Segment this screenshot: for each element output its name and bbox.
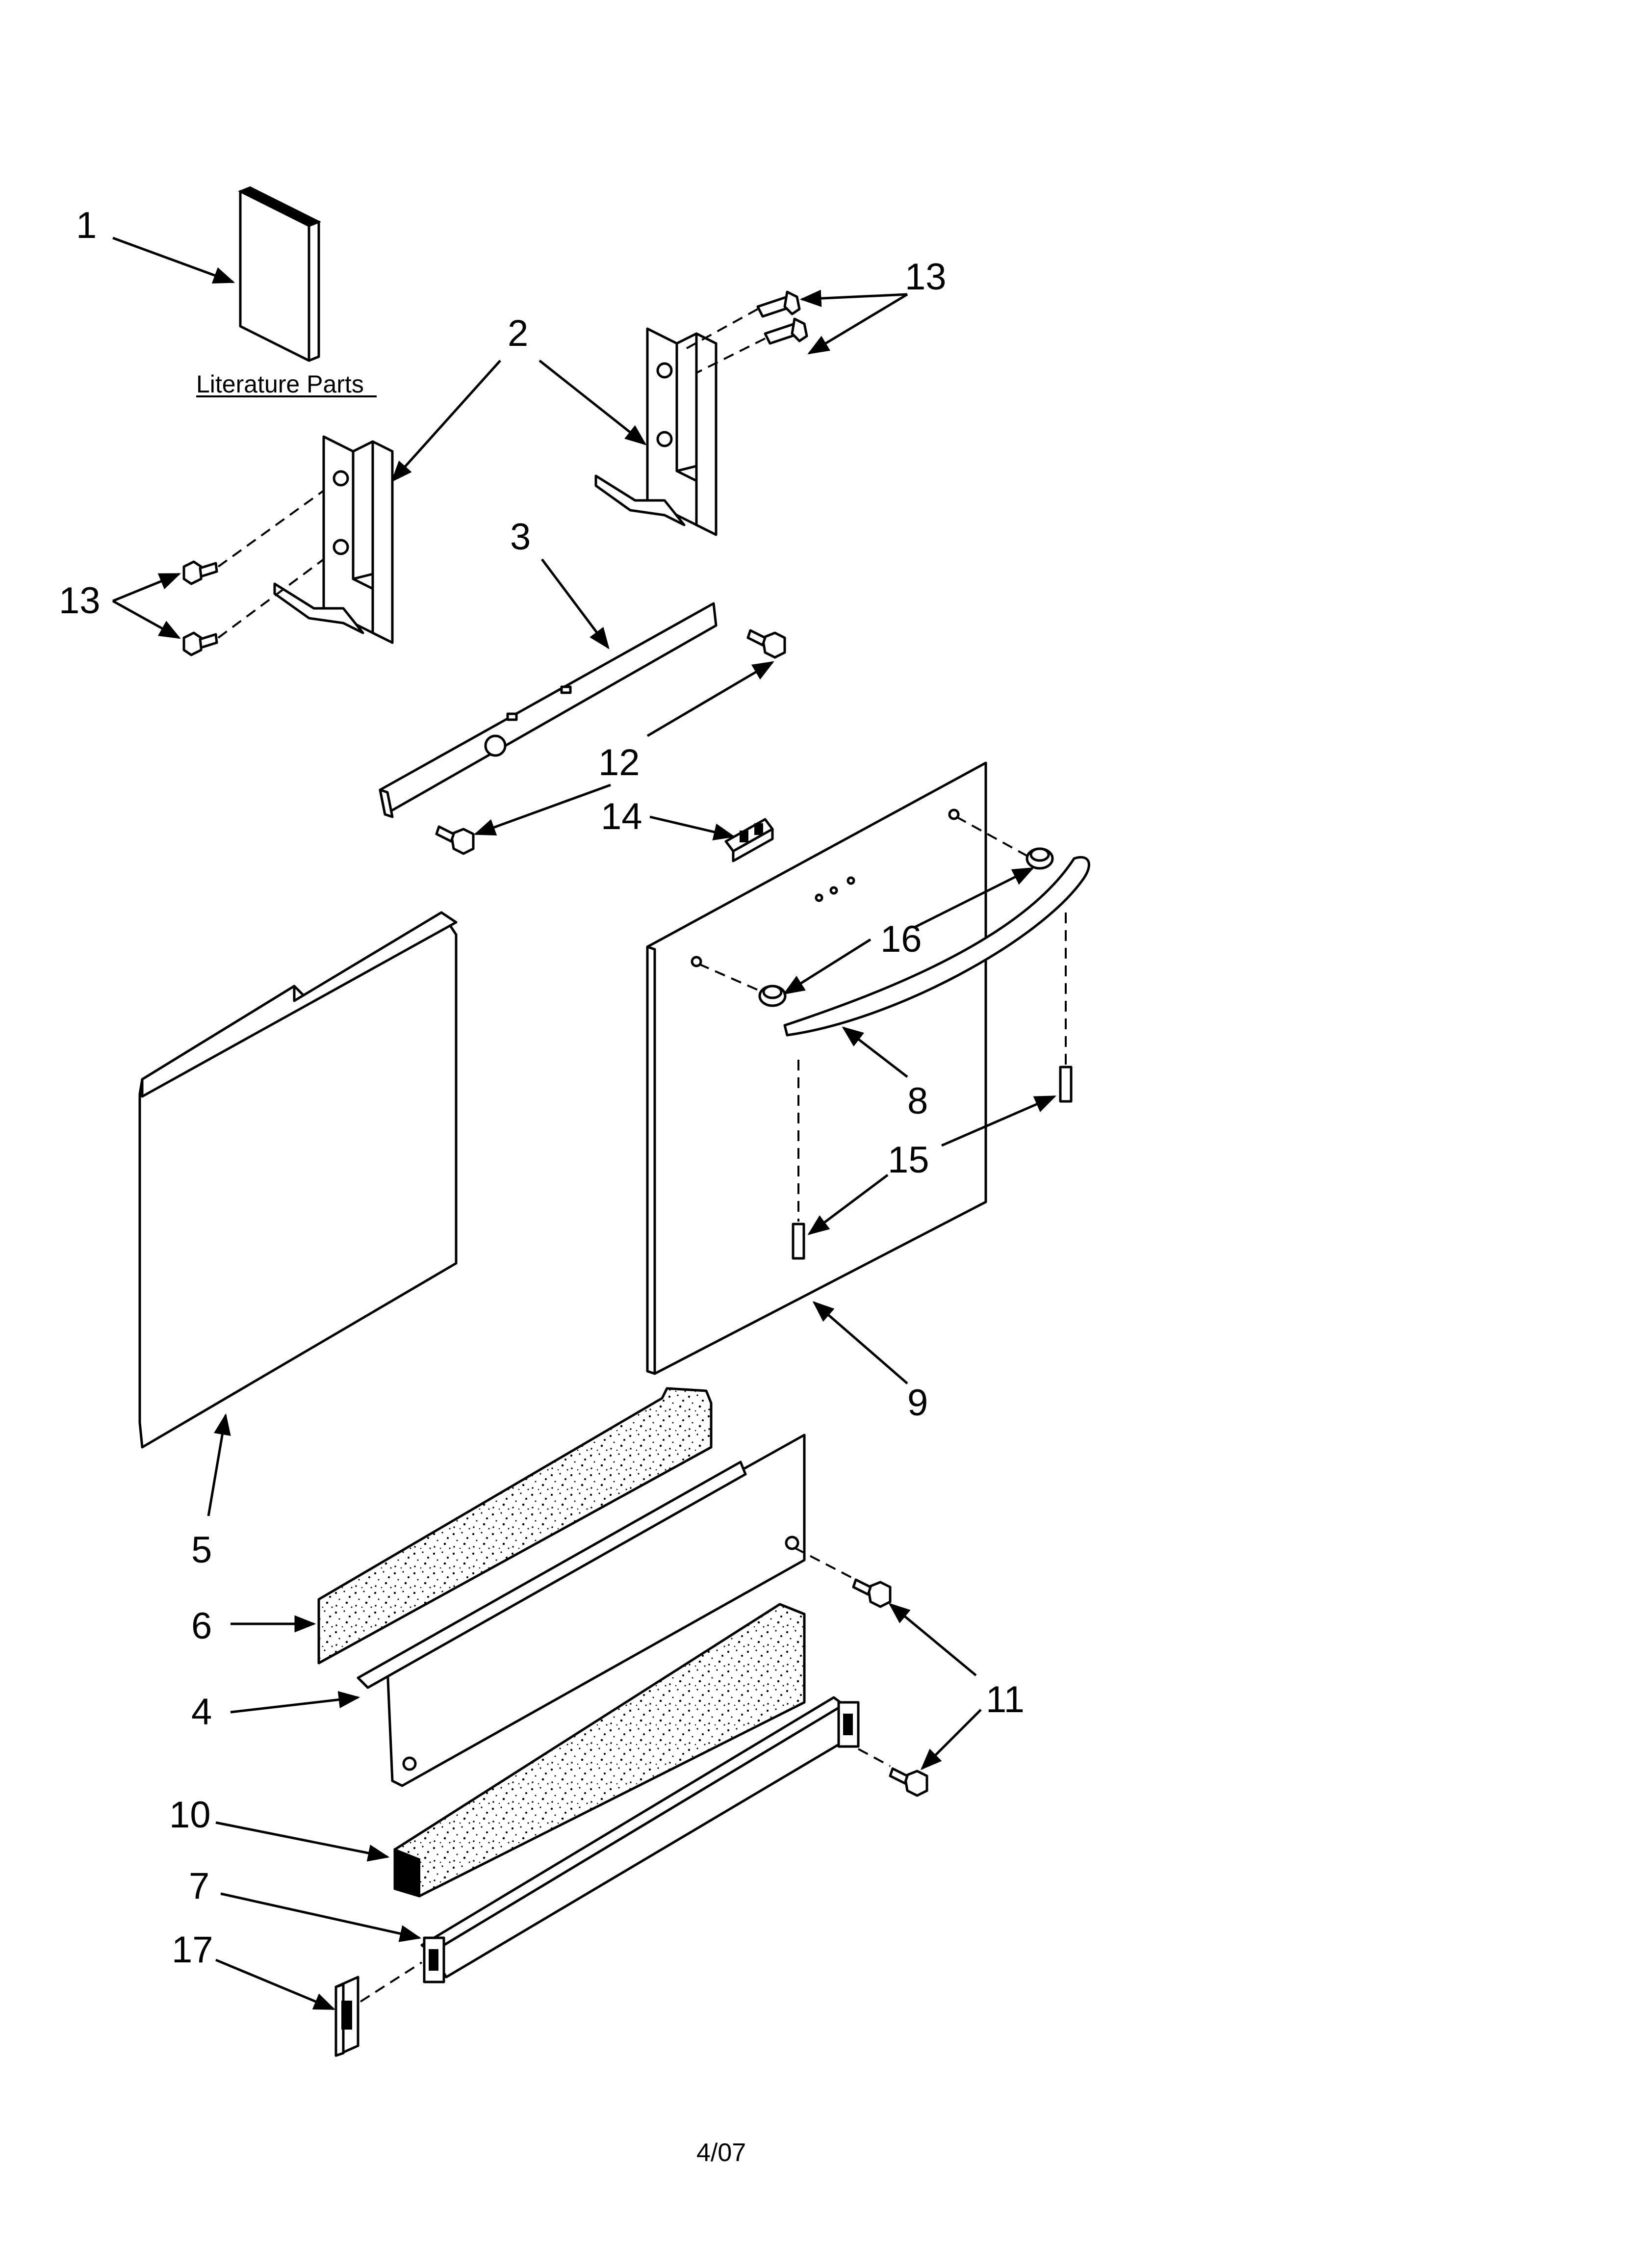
screw-13-lower-right [764,317,808,345]
callout-4: 4 [191,1691,212,1733]
door-handle [783,856,1090,1037]
callout-17: 17 [172,1929,213,1971]
callout-13-left: 13 [59,580,101,622]
callout-2: 2 [508,313,528,354]
hinge-bracket-right [594,327,718,536]
callout-16: 16 [880,918,922,960]
callout-6: 6 [191,1605,212,1647]
handle-stud-left [758,985,787,1007]
outer-door-panel [646,761,987,1375]
inner-panel [138,911,458,1449]
screw-11-upper [852,1578,892,1608]
screw-path-left-upper [217,490,325,568]
screw-path-right-upper [686,308,758,349]
stud-path-right [956,816,1028,857]
callout-5: 5 [191,1529,212,1571]
screw-12-left [435,825,475,855]
screw-path-11-lower [858,1748,891,1767]
screw-path-left-lower [217,558,325,639]
screw-13-upper-left [182,560,218,585]
set-screw-left [792,1223,805,1260]
callout-13-top: 13 [905,256,947,298]
callout-9: 9 [907,1382,928,1424]
lower-foam-block [393,1603,806,1898]
callout-15: 15 [888,1139,929,1181]
stud-path-left [698,963,761,992]
hinge-bracket-left [273,435,394,644]
callout-1: 1 [76,205,97,246]
set-screw-right [1059,1066,1073,1103]
screw-11-lower [889,1767,928,1797]
screw-path-right-lower [696,338,766,374]
callout-7: 7 [189,1865,209,1907]
clip-path-17 [359,1961,423,2003]
revision-date: 4/07 [696,2138,746,2167]
toe-kick-clip [334,1976,359,2057]
door-clip [724,818,774,862]
mounting-rail [379,602,718,818]
toe-kick-panel [420,1696,860,1983]
toe-kick-bracket [357,1434,806,1787]
screw-path-11-upper [794,1547,856,1581]
callout-11: 11 [986,1679,1025,1721]
screw-13-upper-right [756,290,801,318]
handle-stud-right [1026,847,1054,870]
screw-12-right [746,629,786,659]
screw-13-lower-left [182,631,218,656]
leader-lines [112,236,1057,2010]
callout-8: 8 [907,1080,928,1122]
literature-booklet [238,186,321,362]
callout-12: 12 [598,742,640,783]
upper-foam-strip [317,1387,713,1665]
callout-10: 10 [169,1794,211,1836]
callout-14: 14 [601,796,642,837]
callout-3: 3 [510,516,531,558]
literature-caption: Literature Parts [196,370,364,398]
